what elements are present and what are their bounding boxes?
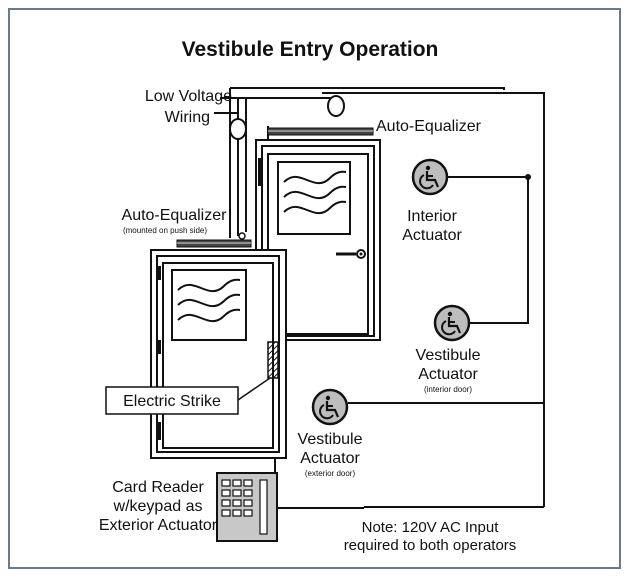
low-voltage-label: Wiring — [165, 109, 210, 126]
vestibule-actuator-label: Actuator — [300, 450, 360, 467]
auto-equalizer-label: Auto-Equalizer — [376, 118, 482, 135]
auto-equalizer-note: (mounted on push side) — [123, 226, 207, 235]
wiring-conduit — [327, 95, 345, 117]
wheelchair-accessibility-icon — [311, 388, 349, 426]
exterior-door — [150, 239, 287, 459]
leader-line — [237, 377, 271, 401]
vestibule-actuator-label: Vestibule — [298, 431, 363, 448]
junction-dot — [525, 174, 531, 180]
electric-strike-label-box — [105, 386, 239, 415]
low-voltage-label: Low Voltage — [145, 88, 232, 105]
wheelchair-accessibility-icon — [433, 304, 471, 342]
card-reader-label: Exterior Actuator — [99, 517, 218, 534]
vestibule-actuator-note: (exterior door) — [305, 469, 356, 478]
auto-equalizer-label: Auto-Equalizer — [122, 207, 228, 224]
keypad-icon — [216, 472, 278, 542]
interior-actuator-label: Actuator — [402, 227, 462, 244]
ac-input-note: Note: 120V AC Input — [362, 519, 500, 536]
vestibule-actuator-label: Vestibule — [416, 347, 481, 364]
junction-dot — [238, 232, 246, 240]
card-reader-label: Card Reader — [112, 479, 204, 496]
electric-strike-label: Electric Strike — [123, 393, 221, 410]
wheelchair-accessibility-icon — [411, 158, 449, 196]
wiring-conduit — [229, 118, 247, 140]
interior-actuator-label: Interior — [407, 208, 457, 225]
electric-strike — [267, 341, 279, 379]
diagram-title: Vestibule Entry Operation — [182, 38, 439, 61]
vestibule-actuator-note: (interior door) — [424, 385, 472, 394]
card-reader-label: w/keypad as — [113, 498, 203, 515]
ac-input-note: required to both operators — [344, 537, 517, 554]
vestibule-actuator-label: Actuator — [418, 366, 478, 383]
